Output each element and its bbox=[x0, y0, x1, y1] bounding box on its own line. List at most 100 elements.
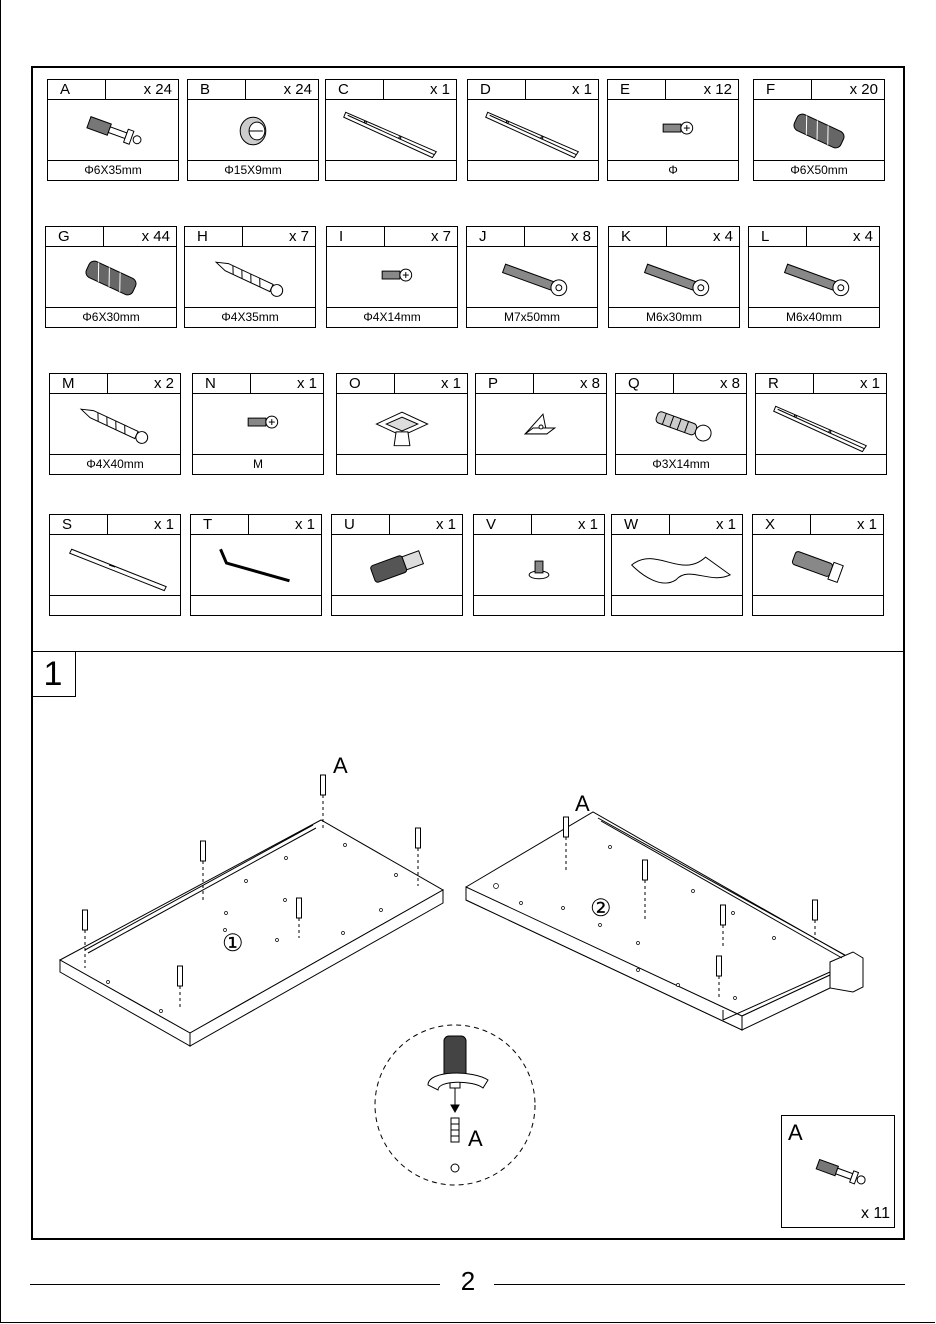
part-header: Ex 12 bbox=[608, 80, 738, 100]
dowel-callout-label: A bbox=[333, 753, 348, 779]
part-illustration bbox=[476, 394, 606, 456]
part-header: Dx 1 bbox=[468, 80, 598, 100]
short-screw-icon bbox=[193, 394, 323, 456]
wall-plug-icon bbox=[753, 535, 883, 597]
short-screw-icon bbox=[608, 100, 738, 162]
part-card-u: Ux 1 bbox=[331, 514, 463, 616]
drawer-slide-icon bbox=[326, 100, 456, 162]
part-quantity: x 24 bbox=[284, 80, 312, 99]
part-quantity: x 1 bbox=[295, 515, 315, 534]
part-size bbox=[332, 595, 462, 615]
part-letter: B bbox=[188, 80, 246, 99]
part-quantity: x 1 bbox=[578, 515, 598, 534]
part-card-x: Xx 1 bbox=[752, 514, 884, 616]
part-illustration bbox=[756, 394, 886, 456]
part-size bbox=[326, 160, 456, 180]
part-quantity: x 4 bbox=[853, 227, 873, 246]
part-quantity: x 1 bbox=[857, 515, 877, 534]
part-quantity: x 1 bbox=[716, 515, 736, 534]
part-letter: O bbox=[337, 374, 395, 393]
part-letter: T bbox=[191, 515, 249, 534]
cam-bolt-icon bbox=[48, 100, 178, 162]
part-letter: W bbox=[612, 515, 670, 534]
bolt-icon bbox=[609, 247, 739, 309]
part-illustration bbox=[193, 394, 323, 456]
part-illustration bbox=[753, 535, 883, 597]
part-letter: E bbox=[608, 80, 666, 99]
panel-1-label: ① bbox=[222, 929, 244, 958]
part-card-p: Px 8 bbox=[475, 373, 607, 475]
part-header: Vx 1 bbox=[474, 515, 604, 535]
part-quantity: x 2 bbox=[154, 374, 174, 393]
part-size: M6x40mm bbox=[749, 307, 879, 327]
part-illustration bbox=[332, 535, 462, 597]
part-header: Nx 1 bbox=[193, 374, 323, 394]
part-illustration bbox=[327, 247, 457, 309]
part-quantity: x 8 bbox=[580, 374, 600, 393]
part-quantity: x 8 bbox=[720, 374, 740, 393]
part-letter: A bbox=[48, 80, 106, 99]
part-letter: F bbox=[754, 80, 812, 99]
inset-part-qty: x 11 bbox=[861, 1205, 890, 1223]
rod-icon bbox=[50, 535, 180, 597]
inset-part-letter: A bbox=[788, 1120, 803, 1146]
part-size: Φ6X50mm bbox=[754, 160, 884, 180]
part-header: Jx 8 bbox=[467, 227, 597, 247]
part-size: Φ4X40mm bbox=[50, 454, 180, 474]
part-illustration bbox=[608, 100, 738, 162]
part-letter: P bbox=[476, 374, 534, 393]
part-header: Ox 1 bbox=[337, 374, 467, 394]
part-size bbox=[474, 595, 604, 615]
part-letter: J bbox=[467, 227, 525, 246]
part-size: M bbox=[193, 454, 323, 474]
allen-key-icon bbox=[191, 535, 321, 597]
part-letter: H bbox=[185, 227, 243, 246]
part-quantity: x 1 bbox=[860, 374, 880, 393]
part-illustration bbox=[468, 100, 598, 162]
part-size bbox=[337, 454, 467, 474]
part-quantity: x 20 bbox=[850, 80, 878, 99]
part-letter: D bbox=[468, 80, 526, 99]
screwdriver-callout-label: A bbox=[468, 1126, 483, 1152]
part-quantity: x 44 bbox=[142, 227, 170, 246]
part-illustration bbox=[467, 247, 597, 309]
part-card-j: Jx 8 M7x50mm bbox=[466, 226, 598, 328]
section-divider bbox=[31, 651, 905, 652]
part-letter: K bbox=[609, 227, 667, 246]
part-card-n: Nx 1 M bbox=[192, 373, 324, 475]
bolt-icon bbox=[467, 247, 597, 309]
page-number: 2 bbox=[448, 1266, 488, 1297]
part-illustration bbox=[749, 247, 879, 309]
parts-inset: A x 11 bbox=[781, 1115, 895, 1228]
part-size: Φ4X35mm bbox=[185, 307, 315, 327]
part-quantity: x 4 bbox=[713, 227, 733, 246]
long-screw-icon bbox=[50, 394, 180, 456]
part-letter: L bbox=[749, 227, 807, 246]
part-size bbox=[50, 595, 180, 615]
panel-2-label: ② bbox=[590, 894, 612, 923]
part-quantity: x 7 bbox=[431, 227, 451, 246]
part-illustration bbox=[754, 100, 884, 162]
part-card-m: Mx 2 Φ4X40mm bbox=[49, 373, 181, 475]
part-header: Ax 24 bbox=[48, 80, 178, 100]
part-size: M7x50mm bbox=[467, 307, 597, 327]
part-illustration bbox=[337, 394, 467, 456]
dowel-callout-label-2: A bbox=[575, 791, 590, 817]
part-card-g: Gx 44Φ6X30mm bbox=[45, 226, 177, 328]
part-card-i: Ix 7Φ4X14mm bbox=[326, 226, 458, 328]
part-letter: C bbox=[326, 80, 384, 99]
bolt-icon bbox=[749, 247, 879, 309]
part-header: Ux 1 bbox=[332, 515, 462, 535]
wave-strip-icon bbox=[612, 535, 742, 597]
part-card-q: Qx 8Φ3X14mm bbox=[615, 373, 747, 475]
